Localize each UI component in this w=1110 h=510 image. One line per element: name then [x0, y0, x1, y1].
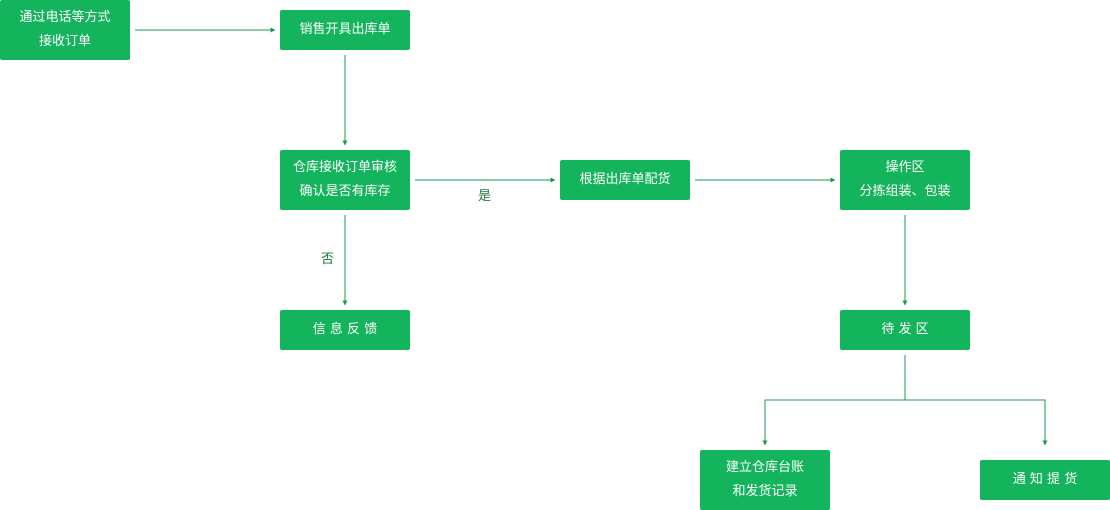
label-yes: 是 — [478, 189, 492, 204]
node-order-intake: 通过电话等方式 接收订单 — [0, 0, 130, 60]
connector-pending-split — [762, 355, 906, 446]
label-no: 否 — [321, 252, 335, 267]
node-ledger: 建立仓库台账 和发货记录 — [700, 450, 830, 510]
node-operation-area: 操作区 分拣组装、包装 — [840, 150, 970, 210]
node-sales-outbound: 销售开具出库单 — [280, 10, 410, 50]
node-feedback: 信 息 反 馈 — [280, 310, 410, 350]
node-warehouse-review: 仓库接收订单审核 确认是否有库存 — [280, 150, 410, 210]
node-notify-pickup: 通 知 提 货 — [980, 460, 1110, 500]
node-pending-area: 待 发 区 — [840, 310, 970, 350]
connector-pending-right — [905, 399, 1048, 446]
node-allocate-goods: 根据出库单配货 — [560, 160, 690, 200]
